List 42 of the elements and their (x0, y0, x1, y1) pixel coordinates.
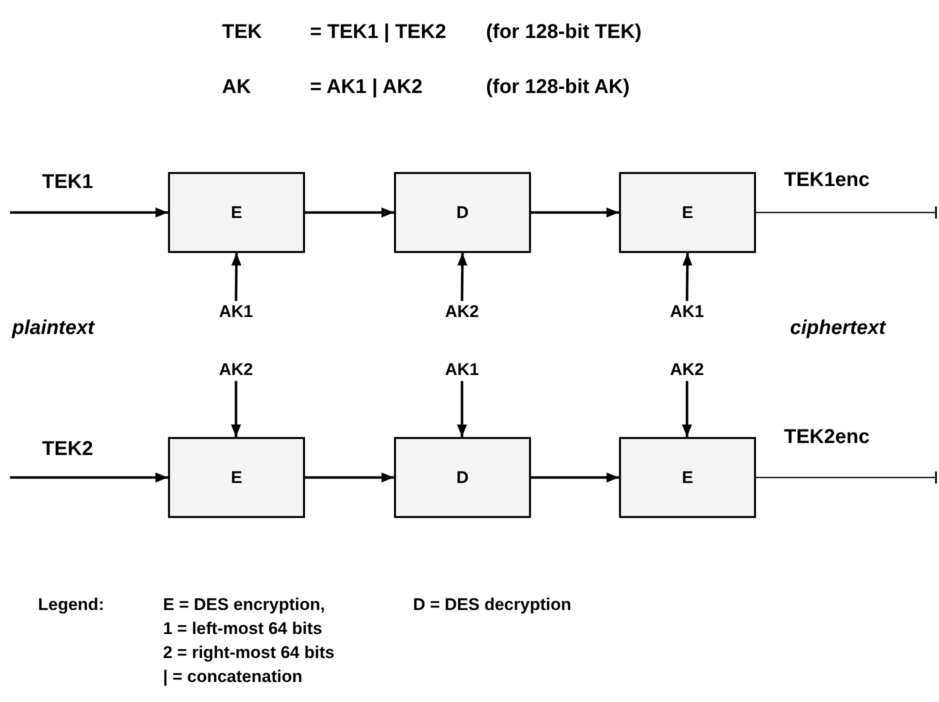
legend-text: 2 = right-most 64 bits (163, 644, 334, 661)
formula-text: (for 128-bit AK) (486, 77, 630, 97)
process-box: E (619, 437, 756, 518)
key-label: AK1 (437, 359, 487, 381)
formula-text: TEK (222, 22, 262, 42)
key-label: AK2 (662, 359, 712, 381)
formula-text: AK (222, 77, 251, 97)
formula-text: = AK1 | AK2 (310, 77, 422, 97)
arrow (10, 208, 168, 218)
key-label: AK1 (662, 301, 712, 323)
process-box: E (168, 437, 305, 518)
arrow (457, 381, 467, 437)
edge-label: TEK1 (42, 172, 94, 192)
legend-text: D = DES decryption (413, 596, 572, 613)
legend-text: 1 = left-most 64 bits (163, 620, 322, 637)
legend-text: E = DES encryption, (163, 596, 326, 613)
edge-label: TEK2enc (784, 427, 870, 447)
key-label: AK2 (437, 301, 487, 323)
edge-label: TEK2 (42, 439, 94, 459)
process-box: E (619, 172, 756, 253)
arrow (682, 381, 692, 437)
process-box: D (394, 437, 531, 518)
formula-text: (for 128-bit TEK) (486, 22, 642, 42)
arrow (231, 381, 241, 437)
formula-text: = TEK1 | TEK2 (310, 22, 446, 42)
arrow (531, 472, 619, 482)
side-label: plaintext (12, 318, 94, 338)
edge-label: TEK1enc (784, 170, 870, 190)
arrow (457, 252, 468, 302)
arrow (682, 252, 692, 302)
legend-text: Legend: (38, 596, 104, 613)
key-label: AK2 (211, 359, 261, 381)
arrow (231, 252, 242, 302)
arrow (531, 208, 619, 218)
process-box: E (168, 172, 305, 253)
key-label: AK1 (211, 301, 261, 323)
arrow (305, 208, 394, 218)
side-label: ciphertext (790, 318, 886, 338)
process-box: D (394, 172, 531, 253)
legend-text: | = concatenation (163, 668, 302, 685)
arrow (10, 472, 168, 482)
arrow (305, 472, 394, 482)
